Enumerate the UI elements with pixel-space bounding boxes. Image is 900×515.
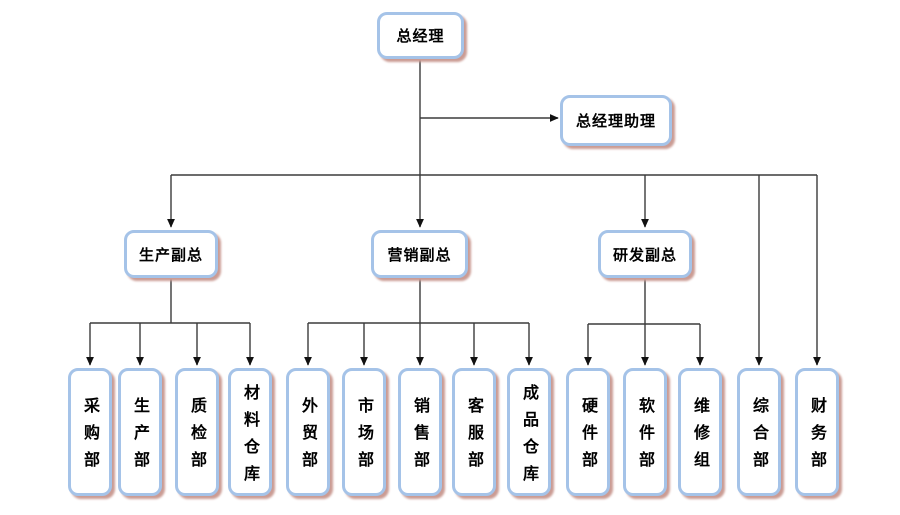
node-material-warehouse: 材料仓库 (228, 368, 272, 496)
node-maintenance-group: 维修组 (678, 368, 722, 496)
node-gm-assistant: 总经理助理 (560, 95, 672, 146)
node-customer-service-dept: 客服部 (452, 368, 496, 496)
node-vp-rnd: 研发副总 (598, 230, 692, 278)
node-label: 销售部 (411, 397, 430, 478)
node-label: 维修组 (691, 397, 710, 478)
edge-marketing-branch (308, 278, 529, 324)
node-vp-marketing: 营销副总 (371, 230, 468, 278)
node-label: 总经理 (396, 27, 445, 45)
connector-group (86, 59, 821, 366)
node-market-dept: 市场部 (342, 368, 386, 496)
node-label: 软件部 (636, 397, 655, 478)
node-purchasing-dept: 采购部 (68, 368, 112, 496)
node-label: 客服部 (465, 397, 484, 478)
node-label: 生产部 (131, 397, 150, 478)
node-label: 总经理助理 (575, 112, 656, 130)
edge-production-branch (90, 278, 250, 324)
node-vp-production: 生产副总 (124, 230, 218, 278)
node-finance-dept: 财务部 (795, 368, 839, 496)
node-production-dept: 生产部 (118, 368, 162, 496)
node-label: 财务部 (808, 397, 827, 478)
node-label: 营销副总 (387, 245, 452, 264)
node-general-manager: 总经理 (377, 12, 464, 59)
node-label: 市场部 (355, 397, 374, 478)
node-label: 质检部 (188, 397, 207, 478)
node-hardware-dept: 硬件部 (566, 368, 610, 496)
node-label: 材料仓库 (241, 383, 260, 492)
node-software-dept: 软件部 (623, 368, 667, 496)
node-sales-dept: 销售部 (398, 368, 442, 496)
node-label: 生产副总 (138, 245, 203, 264)
node-label: 研发副总 (612, 245, 677, 264)
node-foreign-trade-dept: 外贸部 (286, 368, 330, 496)
node-label: 综合部 (750, 397, 769, 478)
node-label: 采购部 (81, 397, 100, 478)
node-label: 外贸部 (299, 397, 318, 478)
node-finished-goods-warehouse: 成品仓库 (507, 368, 551, 496)
edge-rnd-branch (588, 278, 700, 325)
node-quality-dept: 质检部 (175, 368, 219, 496)
node-label: 硬件部 (579, 397, 598, 478)
node-general-affairs-dept: 综合部 (737, 368, 781, 496)
node-label: 成品仓库 (520, 383, 539, 492)
